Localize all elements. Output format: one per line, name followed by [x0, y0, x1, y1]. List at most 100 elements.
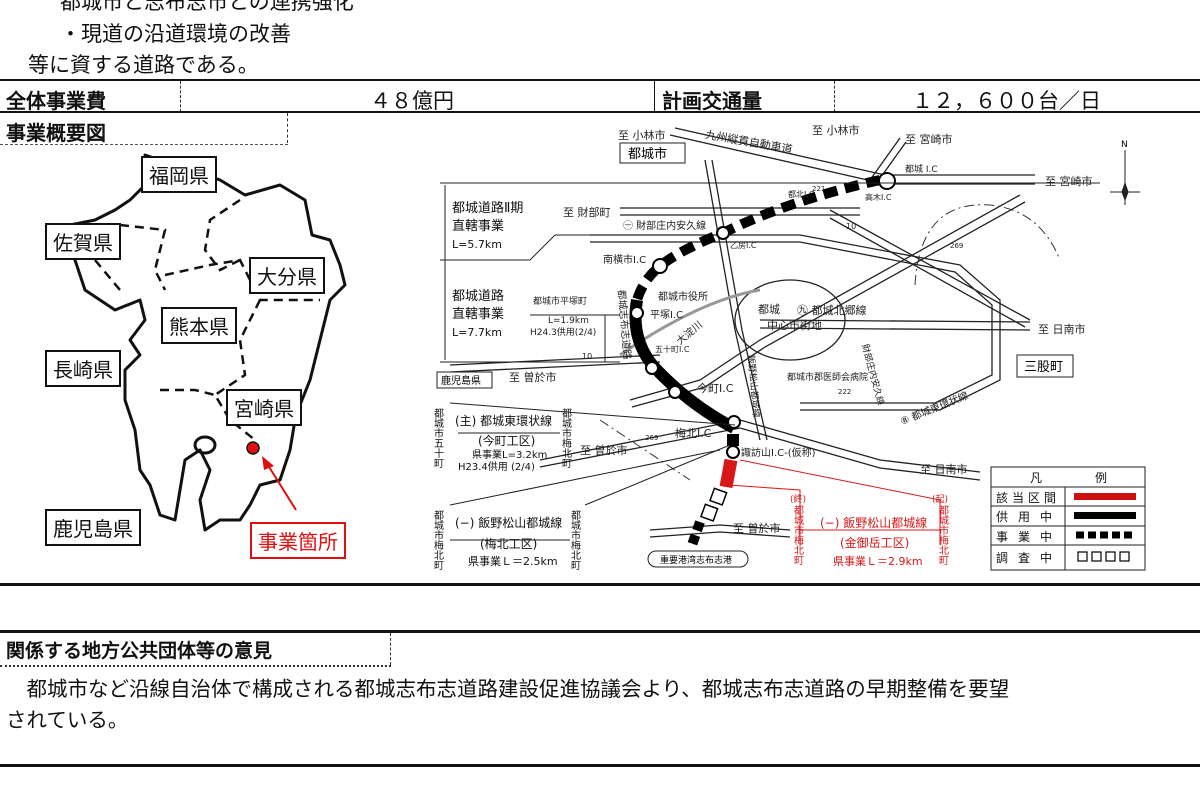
route-under-construction-3: [687, 520, 705, 547]
map-label: 都北I.C: [788, 190, 815, 199]
intro-closing: 等に資する道路である。: [28, 53, 259, 77]
divider: [654, 81, 655, 112]
divider: [287, 113, 288, 143]
pref-label-kumamoto: 熊本県: [161, 307, 237, 344]
map-label-kagoshima: 鹿児島県: [441, 374, 481, 387]
map-label: 都城: [758, 303, 780, 316]
city-center-area: [734, 279, 846, 361]
imamachi-length: 県事業L=3.2km: [472, 448, 547, 461]
boundary-line: [599, 419, 691, 481]
pref-label-fukuoka: 福岡県: [141, 156, 217, 193]
opinion-line-2: されている。: [6, 708, 129, 732]
kanegotake-end-mark: (終): [790, 493, 806, 505]
pref-box: [436, 371, 493, 389]
table-border: [0, 111, 1200, 113]
route-shield: 10: [582, 352, 592, 361]
map-label-city: 都城市: [628, 146, 667, 162]
route-survey: [700, 503, 719, 522]
road: [739, 419, 981, 481]
road: [759, 319, 1031, 331]
map-label: 都城市平塚町: [533, 295, 587, 307]
kanegotake-title: (−) 飯野松山都城線: [820, 515, 927, 530]
vertical-place: 都城市梅北町: [937, 505, 949, 565]
section-title: 直轄事業: [452, 306, 504, 322]
ic-miyakonojo: [878, 172, 896, 190]
intro-bullet: ・現道の沿道環境の改善: [60, 22, 291, 46]
pref-label-miyazaki: 宮崎県: [226, 389, 302, 426]
legend-label: 該当区間: [996, 490, 1060, 505]
vertical-place: 都城市梅北町: [792, 505, 804, 565]
route-shield: 269: [950, 242, 963, 250]
road: [539, 419, 741, 468]
opinion-label: 関係する地方公共団体等の意見: [6, 640, 273, 662]
boundary-line: [914, 204, 1061, 286]
route-under-construction: [632, 175, 882, 302]
pref-label-nagasaki: 長崎県: [45, 350, 121, 387]
route-shield: 221: [812, 185, 825, 193]
road: [590, 234, 1001, 411]
section-border: [0, 583, 1200, 586]
road: [620, 207, 860, 216]
roads: [449, 127, 1035, 538]
map-label: 都城 I.C: [905, 164, 938, 175]
opinion-line-1: 都城市など沿線自治体で構成される都城志布志道路建設促進協議会より、都城志布志道路…: [6, 677, 1010, 701]
map-label: 至 小林市: [812, 123, 860, 137]
divider: [0, 144, 288, 145]
map-label: 五十町I.C: [655, 344, 690, 354]
route-shield: 222: [838, 388, 851, 396]
map-label: 南横市I.C: [603, 253, 646, 266]
map-label: 高木I.C: [865, 192, 892, 202]
vertical-place: 都城市梅北町: [560, 408, 572, 468]
town-box: [1016, 354, 1074, 378]
ic-suwayama: [726, 445, 740, 459]
section-title: 直轄事業: [452, 218, 504, 234]
map-label-port: 重要港湾志布志港: [660, 554, 732, 566]
divider: [180, 81, 181, 112]
map-label: 至 宮崎市: [905, 132, 953, 146]
legend-swatch-survey: [1077, 551, 1130, 562]
ic-otobo: [716, 226, 730, 240]
map-label: L=1.9km: [548, 316, 589, 326]
kanegotake-start-mark: (起): [932, 494, 948, 505]
legend-label: 事業中: [996, 529, 1062, 544]
section-border: [0, 764, 1200, 767]
section-length: L=5.7km: [452, 238, 502, 251]
pref-label-oita: 大分県: [249, 257, 325, 294]
interchange-markers: [630, 172, 896, 459]
map-label: ⑧ 都城東環状線: [898, 389, 970, 428]
overview-label: 事業概要図: [6, 121, 106, 145]
prefecture-border: [160, 388, 216, 397]
map-label: 至 小林市: [618, 128, 666, 142]
umekita-title: (−) 飯野松山都城線: [455, 515, 562, 530]
map-label: 至 日南市: [1038, 322, 1086, 336]
pref-label-kagoshima: 鹿児島県: [45, 509, 141, 546]
map-label: 中心市街地: [767, 318, 822, 332]
kanegotake-guides: [727, 459, 941, 545]
divider: [0, 665, 391, 667]
map-label: 至 曽於市: [733, 521, 781, 535]
city-box: [619, 142, 686, 164]
ic-imamachi: [668, 385, 682, 399]
prefecture-border: [94, 259, 121, 291]
ic-umekita: [727, 415, 741, 429]
map-label-mimata: 三股町: [1024, 360, 1063, 375]
legend: [990, 466, 1146, 571]
legend-swatch-open: [1074, 512, 1136, 519]
north-label: N: [1121, 140, 1128, 150]
cost-label: 全体事業費: [6, 89, 106, 113]
imamachi-open: H23.4供用 (2/4): [458, 460, 535, 473]
road: [449, 354, 661, 373]
vertical-place: 都城市梅北町: [432, 510, 444, 570]
map-label: 乙房I.C: [730, 240, 757, 250]
map-label: 梅北I.C: [675, 426, 712, 440]
vertical-place: 都城市梅北町: [569, 510, 581, 570]
route-survey: [709, 487, 728, 506]
section-length: L=7.7km: [452, 326, 502, 339]
section-border: [0, 630, 1200, 633]
map-label: 大淀川: [674, 318, 705, 347]
pref-label-saga: 佐賀県: [45, 223, 121, 260]
divider: [834, 81, 835, 112]
road: [649, 524, 791, 538]
ic-gojucho: [645, 361, 659, 375]
